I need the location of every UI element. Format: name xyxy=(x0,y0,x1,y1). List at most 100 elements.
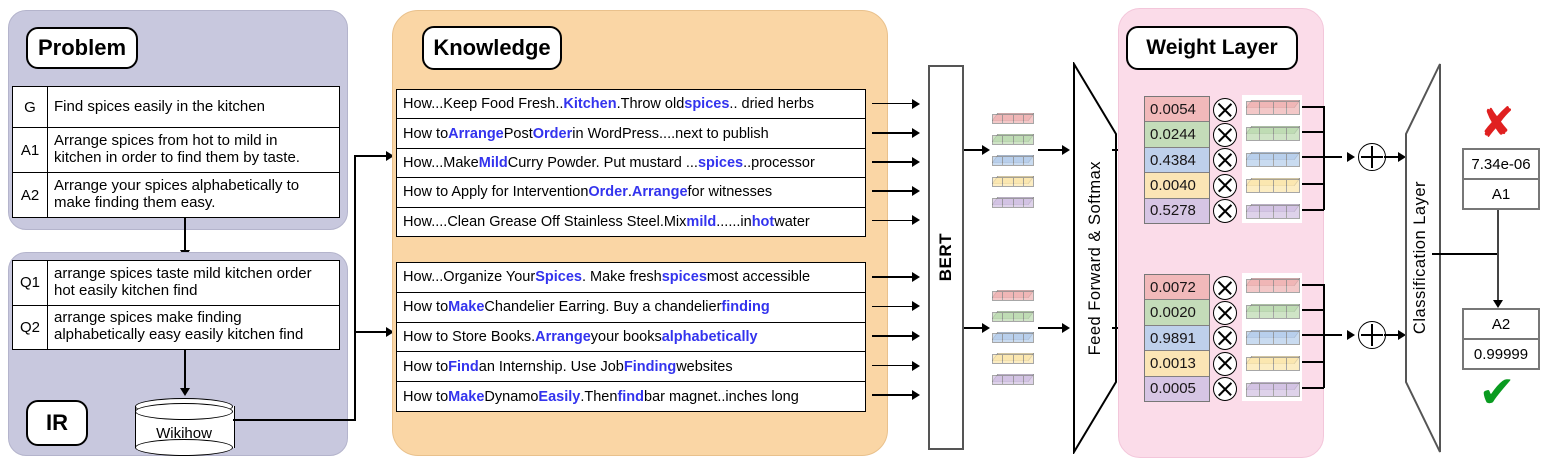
connector-knowledge-to-bert xyxy=(872,276,916,278)
arrow-right-icon xyxy=(1347,152,1355,162)
text-segment: How...Make xyxy=(403,155,479,172)
bracket-bottom xyxy=(1302,273,1346,403)
vector-cell xyxy=(1274,154,1287,166)
multiply-icon xyxy=(1213,198,1237,223)
vector-cell xyxy=(1024,136,1033,144)
multiply-icon xyxy=(1213,376,1237,401)
knowledge-line[interactable]: How...Keep Food Fresh..Kitchen.Throw old… xyxy=(397,90,865,120)
text-segment: . xyxy=(627,184,632,201)
knowledge-line[interactable]: How...Make Mild Curry Powder. Put mustar… xyxy=(397,149,865,179)
vector-block xyxy=(991,129,1035,145)
knowledge-line[interactable]: How to Find an Internship. Use Job Findi… xyxy=(397,352,865,383)
keyword: Mild xyxy=(478,155,508,172)
ir-title: IR xyxy=(46,410,68,435)
connector-db-riser xyxy=(354,155,356,421)
vector-cell xyxy=(1003,313,1014,321)
keyword: Kitchen xyxy=(563,96,617,113)
text-segment: How...Keep Food Fresh.. xyxy=(403,96,564,113)
vector-cell xyxy=(1003,376,1014,384)
vector-cell xyxy=(993,136,1004,144)
vector-cell xyxy=(1274,332,1287,344)
vector-cell xyxy=(1260,384,1274,396)
keyword: Arrange xyxy=(448,125,504,142)
connector-to-group1 xyxy=(354,155,392,157)
vector-front-face xyxy=(1246,279,1300,293)
output-score: 7.34e-06 xyxy=(1464,150,1538,180)
vector-cell xyxy=(1024,292,1033,300)
bracket-line xyxy=(1302,106,1324,108)
cylinder-ring xyxy=(135,403,233,420)
bracket-line xyxy=(1302,334,1342,336)
weight-value: 0.4384 xyxy=(1145,147,1209,174)
text-segment: ......in xyxy=(716,213,752,230)
feedforward-shape xyxy=(1073,62,1117,454)
vector-cell xyxy=(1247,280,1261,292)
arrow-right-icon xyxy=(1347,330,1355,340)
connector-db-to-knowledge xyxy=(233,419,355,421)
vector-cell xyxy=(1247,206,1261,218)
bracket-spine xyxy=(1323,284,1325,388)
knowledge-line[interactable]: How to Make Dynamo Easily.Then find bar … xyxy=(397,382,865,411)
bracket-line xyxy=(1302,387,1324,389)
vector-cell xyxy=(1274,306,1287,318)
output-box-bottom: A2 0.99999 xyxy=(1462,308,1540,370)
keyword: spices xyxy=(684,96,730,113)
vector-cell xyxy=(993,157,1004,165)
connector-vec-to-ff-bottom xyxy=(1038,327,1066,329)
check-glyph: ✔ xyxy=(1478,367,1516,417)
vector-cell xyxy=(1014,376,1024,384)
text-segment: .. dried herbs xyxy=(729,96,815,113)
knowledge-line[interactable]: How to Make Chandelier Earring. Buy a ch… xyxy=(397,293,865,323)
text-segment: Dynamo xyxy=(484,388,539,405)
weight-value: 0.0020 xyxy=(1145,300,1209,326)
weight-value: 0.0005 xyxy=(1145,376,1209,402)
weight-value: 0.0054 xyxy=(1145,97,1209,123)
vector-cell xyxy=(1003,136,1014,144)
cross-glyph: ✘ xyxy=(1479,98,1515,146)
vector-cell xyxy=(1260,206,1274,218)
connector-knowledge-to-bert xyxy=(872,305,916,308)
row-key: A2 xyxy=(13,173,48,217)
connector-knowledge-to-bert xyxy=(872,161,916,163)
vector-cell xyxy=(993,115,1004,123)
database-label: Wikihow xyxy=(156,424,212,442)
output-score: 0.99999 xyxy=(1473,345,1529,363)
vector-block xyxy=(1245,273,1301,293)
vector-block xyxy=(991,150,1035,166)
vector-cell xyxy=(1274,280,1287,292)
vector-cell xyxy=(1287,306,1299,318)
bert-module: BERT xyxy=(928,65,964,450)
keyword: find xyxy=(617,388,645,405)
vector-front-face xyxy=(1246,153,1300,167)
connector-output-riser xyxy=(1497,206,1499,254)
knowledge-line[interactable]: How...Organize Your Spices. Make fresh s… xyxy=(397,263,865,293)
keyword: spices xyxy=(697,155,744,172)
bracket-line xyxy=(1302,284,1324,286)
text-segment: .Then xyxy=(580,388,618,405)
connector-knowledge-to-bert xyxy=(872,102,916,105)
vector-cell xyxy=(1024,355,1033,363)
vector-front-face xyxy=(992,177,1034,187)
text-segment: How to xyxy=(403,125,449,142)
vector-cell xyxy=(1014,355,1024,363)
knowledge-line[interactable]: How to Arrange Post Order in WordPress..… xyxy=(397,119,865,149)
vector-front-face xyxy=(992,333,1034,343)
multiply-icon xyxy=(1213,173,1237,198)
vector-cell xyxy=(1247,358,1261,370)
knowledge-line[interactable]: How to Apply for Intervention Order. Arr… xyxy=(397,178,865,208)
vector-cell xyxy=(1287,358,1299,370)
vector-block xyxy=(1245,325,1301,345)
table-row: A2 Arrange your spices alphabetically to… xyxy=(13,173,339,217)
vector-front-face xyxy=(1246,331,1300,345)
connector-knowledge-to-bert xyxy=(872,190,916,192)
vector-block xyxy=(1245,351,1301,371)
bracket-spine xyxy=(1323,106,1325,210)
knowledge-line[interactable]: How....Clean Grease Off Stainless Steel.… xyxy=(397,208,865,236)
text-segment: ..processor xyxy=(743,155,815,172)
weight-layer-title-chip: Weight Layer xyxy=(1126,26,1298,70)
knowledge-line[interactable]: How to Store Books. Arrange your books a… xyxy=(397,323,865,353)
connector-knowledge-to-bert xyxy=(872,364,916,367)
multiply-icon xyxy=(1213,351,1237,376)
vector-block xyxy=(991,327,1035,343)
vector-cell xyxy=(1014,292,1024,300)
